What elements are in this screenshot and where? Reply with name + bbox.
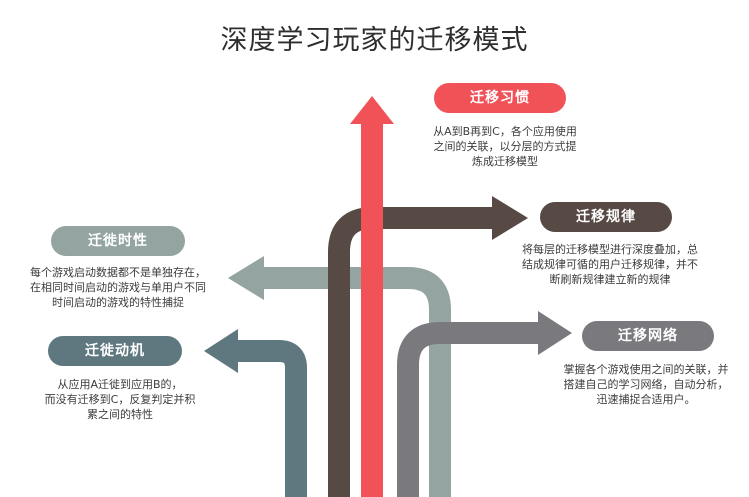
network-desc-line-2: 搭建自己的学习网络，自动分析， bbox=[563, 378, 729, 391]
network-desc-line-3: 迅速捕捉合适用户。 bbox=[596, 393, 696, 406]
habit-arrow-head bbox=[350, 96, 394, 124]
timing-desc-line-3: 时间启动的游戏的特性捕捉 bbox=[52, 296, 184, 309]
timing-arrow-shaft bbox=[262, 267, 451, 497]
motive-arrow-head bbox=[204, 329, 238, 373]
timing-desc-line-2: 在相同时间启动的游戏与单用户不同 bbox=[30, 281, 206, 294]
motive-desc-line-3: 累之间的特性 bbox=[87, 408, 153, 421]
habit-desc-line-1: 从A到B再到C，各个应用使用 bbox=[433, 125, 577, 138]
timing-arrow-head bbox=[228, 256, 264, 300]
habit-label: 迁移习惯 bbox=[434, 83, 566, 113]
network-arrow-shaft bbox=[397, 322, 540, 497]
rule-label: 迁移规律 bbox=[540, 202, 672, 232]
page-title: 深度学习玩家的迁移模式 bbox=[220, 25, 529, 56]
network-description: 掌握各个游戏使用之间的关联，并 搭建自己的学习网络，自动分析， 迅速捕捉合适用户… bbox=[548, 362, 744, 407]
rule-desc-line-3: 断刷新规律建立新的规律 bbox=[549, 273, 671, 286]
rule-desc-line-2: 结成规律可循的用户迁移规律，并不 bbox=[522, 258, 698, 271]
habit-desc-line-3: 炼成迁移模型 bbox=[472, 155, 538, 168]
timing-desc-line-1: 每个游戏启动数据都不是单独存在， bbox=[30, 266, 206, 279]
motive-desc-line-1: 从应用A迁徙到应用B的， bbox=[57, 378, 183, 391]
rule-arrow-head bbox=[492, 196, 528, 240]
motive-desc-line-2: 而没有迁移到C，反复判定并积 bbox=[44, 393, 196, 406]
motive-arrow-shaft bbox=[236, 340, 307, 497]
network-arrow-head bbox=[538, 311, 572, 355]
habit-description: 从A到B再到C，各个应用使用 之间的关联，以分层的方式提 炼成迁移模型 bbox=[410, 124, 600, 169]
timing-label: 迁徙时性 bbox=[51, 226, 185, 256]
rule-desc-line-1: 将每层的迁移模型进行深度叠加，总 bbox=[522, 243, 698, 256]
motive-description: 从应用A迁徙到应用B的， 而没有迁移到C，反复判定并积 累之间的特性 bbox=[20, 377, 220, 422]
network-desc-line-1: 掌握各个游戏使用之间的关联，并 bbox=[563, 363, 729, 376]
habit-arrow-shaft bbox=[361, 120, 383, 497]
timing-description: 每个游戏启动数据都不是单独存在， 在相同时间启动的游戏与单用户不同 时间启动的游… bbox=[8, 265, 228, 310]
network-label: 迁移网络 bbox=[582, 321, 714, 351]
habit-desc-line-2: 之间的关联，以分层的方式提 bbox=[433, 140, 577, 153]
rule-description: 将每层的迁移模型进行深度叠加，总 结成规律可循的用户迁移规律，并不 断刷新规律建… bbox=[500, 242, 720, 287]
motive-label: 迁徙动机 bbox=[48, 336, 182, 366]
